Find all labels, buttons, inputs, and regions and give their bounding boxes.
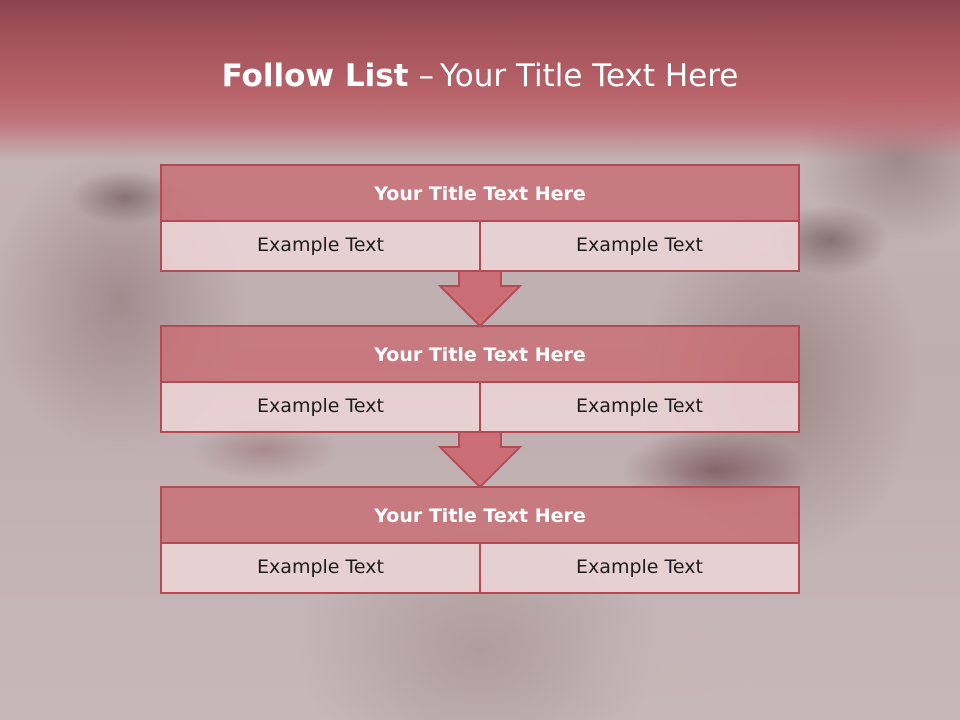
flow-box-right-text: Example Text xyxy=(479,222,798,270)
flow-box-row: Example Text Example Text xyxy=(162,544,798,592)
slide-title: Follow List–Your Title Text Here xyxy=(0,52,960,100)
flow-box-row: Example Text Example Text xyxy=(162,383,798,431)
flow-box-left-text: Example Text xyxy=(162,383,479,431)
flow-box: Your Title Text Here Example Text Exampl… xyxy=(160,164,800,272)
flow-box-title: Your Title Text Here xyxy=(162,327,798,383)
down-arrow-icon xyxy=(438,431,522,489)
flow-box-row: Example Text Example Text xyxy=(162,222,798,270)
flow-box-right-text: Example Text xyxy=(479,383,798,431)
down-arrow-icon xyxy=(438,270,522,328)
background-photo-detail xyxy=(560,600,780,720)
flow-box-right-text: Example Text xyxy=(479,544,798,592)
flow-box-left-text: Example Text xyxy=(162,222,479,270)
slide-title-separator: – xyxy=(418,58,434,94)
flow-box: Your Title Text Here Example Text Exampl… xyxy=(160,486,800,594)
header-band xyxy=(0,0,960,160)
slide-title-rest: Your Title Text Here xyxy=(439,58,739,94)
flow-box-left-text: Example Text xyxy=(162,544,479,592)
flow-box: Your Title Text Here Example Text Exampl… xyxy=(160,325,800,433)
flow-box-title: Your Title Text Here xyxy=(162,166,798,222)
flow-box-title: Your Title Text Here xyxy=(162,488,798,544)
slide-title-bold: Follow List xyxy=(221,58,409,94)
